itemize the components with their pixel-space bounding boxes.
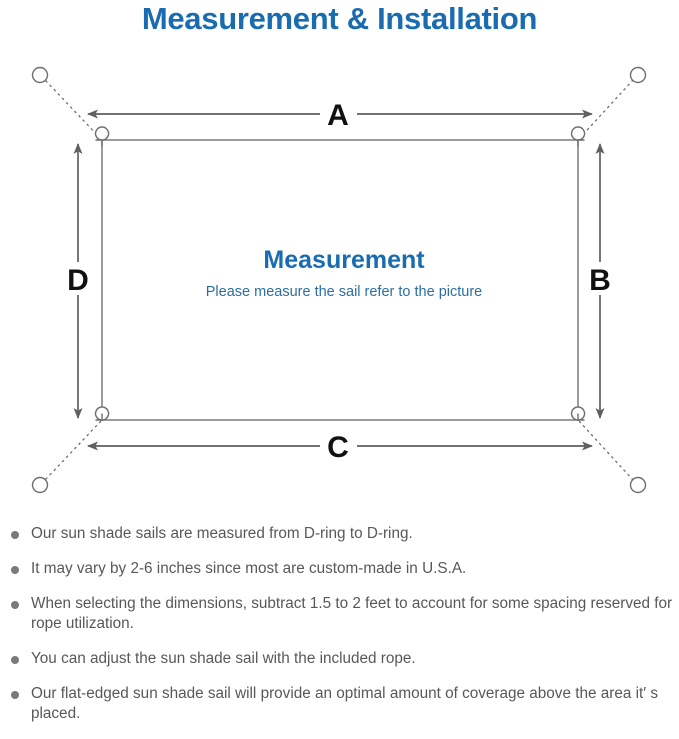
dimension-d-label: D: [67, 264, 89, 297]
bullet-icon: [11, 656, 19, 664]
note-text: Our sun shade sails are measured from D-…: [31, 525, 413, 542]
bullet-icon: [11, 566, 19, 574]
measurement-diagram: A C D B Measurement Please measure the s…: [0, 50, 679, 515]
note-text: Our flat-edged sun shade sail will provi…: [31, 685, 659, 722]
note-text: When selecting the dimensions, subtract …: [31, 595, 673, 632]
anchor-ring-top-right: [629, 66, 647, 84]
anchor-ring-bottom-left: [31, 476, 49, 494]
d-ring-top-right: [570, 126, 586, 141]
rope-line-top-right: [578, 79, 634, 140]
rope-lines: [44, 79, 634, 481]
anchor-ring-top-left: [31, 66, 49, 84]
bullet-icon: [11, 691, 19, 699]
note-text: It may vary by 2-6 inches since most are…: [31, 560, 467, 577]
note-item: When selecting the dimensions, subtract …: [0, 594, 679, 634]
rope-line-bottom-right: [578, 420, 634, 481]
dimension-a-label: A: [327, 99, 349, 132]
dimension-d: D: [67, 143, 89, 419]
rope-line-top-left: [44, 79, 102, 140]
note-item: Our flat-edged sun shade sail will provi…: [0, 684, 679, 724]
bullet-icon: [11, 601, 19, 609]
diagram-center-title: Measurement: [263, 246, 425, 274]
sail-d-ring-corner-marks: [95, 139, 585, 421]
d-ring-top-left: [94, 126, 110, 141]
page-title: Measurement & Installation: [141, 1, 538, 36]
dimension-a: A: [87, 99, 593, 132]
dimension-c: C: [87, 431, 593, 464]
sail-rectangle: [101, 139, 579, 421]
bullet-icon: [11, 531, 19, 539]
note-item: It may vary by 2-6 inches since most are…: [0, 559, 679, 579]
notes-list: Our sun shade sails are measured from D-…: [0, 524, 679, 739]
anchor-ring-bottom-right: [629, 476, 647, 494]
note-item: You can adjust the sun shade sail with t…: [0, 649, 679, 669]
dimension-b: B: [589, 143, 611, 419]
dimension-c-label: C: [327, 431, 349, 464]
rope-line-bottom-left: [44, 420, 102, 481]
note-item: Our sun shade sails are measured from D-…: [0, 524, 679, 544]
note-text: You can adjust the sun shade sail with t…: [31, 650, 416, 667]
dimension-b-label: B: [589, 264, 611, 297]
diagram-center-subtitle: Please measure the sail refer to the pic…: [206, 284, 482, 300]
anchor-rings: [31, 66, 647, 494]
